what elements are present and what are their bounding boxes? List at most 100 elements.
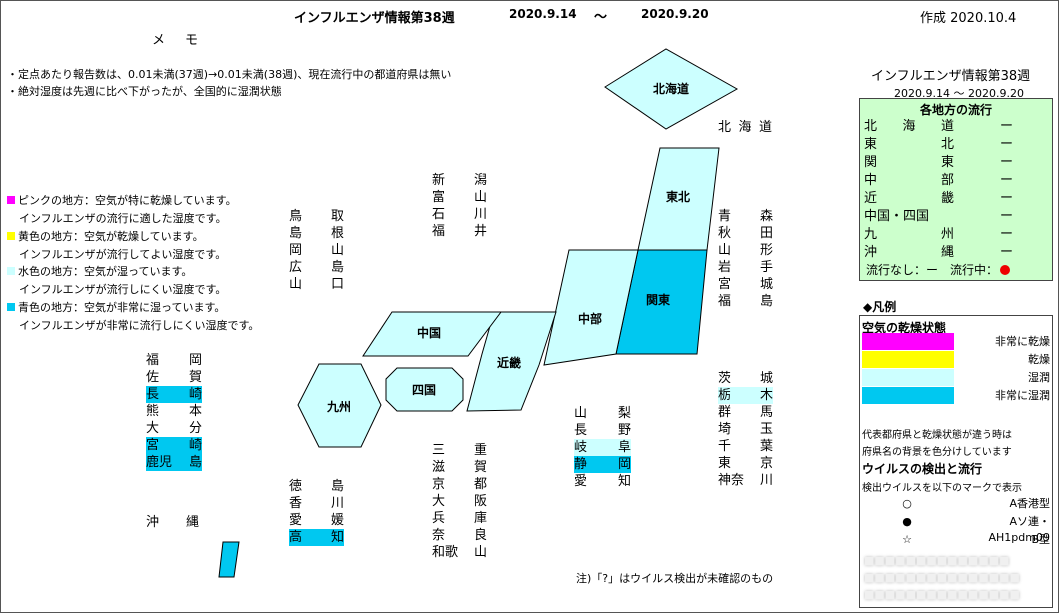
pref-item: 千葉 — [718, 439, 773, 454]
pref-list-shikoku: 徳島 香川 愛媛 高知 — [289, 478, 344, 546]
spread-value: ー — [1000, 137, 1014, 152]
virus-note: 検出ウイルスを以下のマークで表示 — [862, 483, 1022, 494]
pref-item: 宮城 — [718, 277, 773, 292]
pref-item: 東京 — [718, 456, 773, 471]
spread-value: ー — [1000, 119, 1014, 134]
pref-item: 熊本 — [146, 404, 202, 419]
pink-swatch — [7, 196, 15, 204]
pref-item: 鳥取 — [289, 209, 344, 224]
pref-item: 新潟 — [432, 173, 487, 188]
pref-item: 秋田 — [718, 226, 773, 241]
pref-item: 群馬 — [718, 405, 773, 420]
pref-item: 愛媛 — [289, 513, 344, 528]
legend-lightblue-line: 水色の地方：空気が湿っています。 — [7, 265, 192, 279]
pref-item: 富山 — [432, 190, 487, 205]
region-shikoku-label: 四国 — [412, 383, 436, 397]
pref-item: 香川 — [289, 496, 344, 511]
region-tohoku-label: 東北 — [666, 189, 690, 204]
pref-item-highlighted: 栃木 — [718, 387, 773, 404]
spread-row-chubu: 中部 ー — [864, 173, 1014, 188]
mark-label: A香港型 — [1009, 497, 1050, 510]
spread-table-title: 各地方の流行 — [919, 103, 992, 117]
faded-text: ■■■■■■■■■■■■■■■ — [864, 571, 1020, 584]
open-circle-icon: ○ — [902, 497, 912, 510]
pref-item: 山口 — [289, 277, 344, 292]
pref-item: 奈良 — [432, 528, 487, 543]
legend-yellow-line: 黄色の地方：空気が乾燥しています。 — [7, 230, 204, 244]
pref-list-kanto: 茨城 栃木 群馬 埼玉 千葉 東京 神奈川 — [718, 370, 773, 489]
pref-item: 滋賀 — [432, 460, 487, 475]
date-start: 2020.9.14 — [509, 7, 577, 21]
spread-value: ー — [1000, 245, 1014, 260]
pref-list-kinki: 三重 滋賀 京都 大阪 兵庫 奈良 和歌山 — [432, 442, 487, 561]
pref-item: 神奈川 — [718, 473, 773, 488]
regional-spread-table: 各地方の流行 北海道 ー 東北 ー 関東 ー 中部 ー 近畿 ー 中国・四国 ー… — [859, 98, 1053, 281]
panel-title: インフルエンザ情報第38週 — [871, 69, 1031, 84]
spread-row-chugoku-shikoku: 中国・四国 ー — [864, 209, 1014, 224]
spread-value: ー — [1000, 155, 1014, 170]
spread-value: ー — [1000, 173, 1014, 188]
pref-item: 福井 — [432, 224, 487, 239]
mark-label: Aソ連・AH1pdm09 — [988, 515, 1050, 544]
swatch-very-humid — [862, 387, 954, 404]
spread-row-tohoku: 東北 ー — [864, 137, 1014, 152]
date-end: 2020.9.20 — [641, 7, 709, 21]
legend-line: インフルエンザが非常に流行しにくい湿度です。 — [19, 319, 260, 332]
spread-row-hokkaido: 北海道 ー — [864, 119, 1014, 134]
region-okinawa-shape — [218, 541, 240, 578]
pref-list-chugoku: 鳥取 島根 岡山 広島 山口 — [289, 208, 344, 293]
swatch-humid — [862, 369, 954, 386]
pref-item: 佐賀 — [146, 370, 202, 385]
pref-item: 徳島 — [289, 479, 344, 494]
pref-item: 岩手 — [718, 260, 773, 275]
pref-list-chubu-south: 山梨 長野 岐阜 静岡 愛知 — [574, 405, 631, 490]
filled-circle-icon: ● — [902, 515, 912, 528]
legend-pink-line: ピンクの地方：空気が特に乾燥しています。 — [7, 194, 237, 208]
pref-item: 京都 — [432, 477, 487, 492]
pref-item: 山梨 — [574, 406, 631, 421]
pref-item: 埼玉 — [718, 422, 773, 437]
legend-line: インフルエンザが流行しにくい湿度です。 — [19, 283, 227, 296]
pref-item-highlighted: 高知 — [289, 529, 344, 546]
region-hokkaido-label: 北海道 — [653, 81, 689, 96]
pref-list-tohoku: 青森 秋田 山形 岩手 宮城 福島 — [718, 208, 773, 310]
spread-status-legend: 流行なし：ー 流行中： — [866, 263, 1011, 277]
swatch-very-dry — [862, 333, 954, 350]
mark-row-b: ☆ B型 — [862, 532, 1050, 548]
pref-item: 長野 — [574, 423, 631, 438]
created-date: 作成 2020.10.4 — [920, 11, 1017, 26]
legend-line: インフルエンザが流行してよい湿度です。 — [19, 248, 227, 261]
region-kinki-label: 近畿 — [497, 355, 521, 370]
pref-item: 広島 — [289, 260, 344, 275]
region-kinki-shape — [466, 311, 557, 412]
region-kyushu-shape — [297, 363, 382, 448]
spread-row-okinawa: 沖縄 ー — [864, 245, 1014, 260]
pref-item: 福岡 — [146, 353, 202, 368]
pref-item: 三重 — [432, 443, 487, 458]
virus-title: ウイルスの検出と流行 — [862, 462, 983, 476]
pref-item: 和歌山 — [432, 545, 487, 560]
panel-dates: 2020.9.14 ～ 2020.9.20 — [894, 87, 1024, 100]
memo-line: ・絶対湿度は先週に比べ下がったが、全国的に湿潤状態 — [7, 85, 282, 98]
spread-value: ー — [1000, 191, 1014, 206]
legend-heading: ◆凡例 — [863, 300, 897, 314]
epidemic-dot-icon — [1000, 265, 1011, 275]
legend-subtitle: 空気の乾燥状態 — [862, 321, 947, 335]
pref-item: 福島 — [718, 294, 773, 309]
swatch-dry — [862, 351, 954, 368]
blue-swatch — [7, 303, 15, 311]
pref-item: 岡山 — [289, 243, 344, 258]
pref-item-highlighted: 宮崎 — [146, 437, 202, 454]
region-kanto-label: 関東 — [646, 292, 670, 307]
pref-item: 山形 — [718, 243, 773, 258]
legend-blue-line: 青色の地方：空気が非常に湿っています。 — [7, 301, 225, 315]
lightblue-swatch — [7, 267, 15, 275]
region-shikoku-shape — [385, 367, 464, 412]
legend-box: 空気の乾燥状態 非常に乾燥 乾燥 湿潤 非常に湿潤 代表都府県と乾燥状態が違う時… — [859, 315, 1053, 608]
pref-item: 愛知 — [574, 474, 631, 489]
region-chubu-shape — [543, 249, 639, 366]
date-separator: ～ — [594, 10, 608, 25]
legend-line: インフルエンザの流行に適した湿度です。 — [19, 212, 227, 225]
pref-okinawa: 沖縄 — [146, 515, 199, 530]
spread-value: ー — [1000, 209, 1014, 224]
